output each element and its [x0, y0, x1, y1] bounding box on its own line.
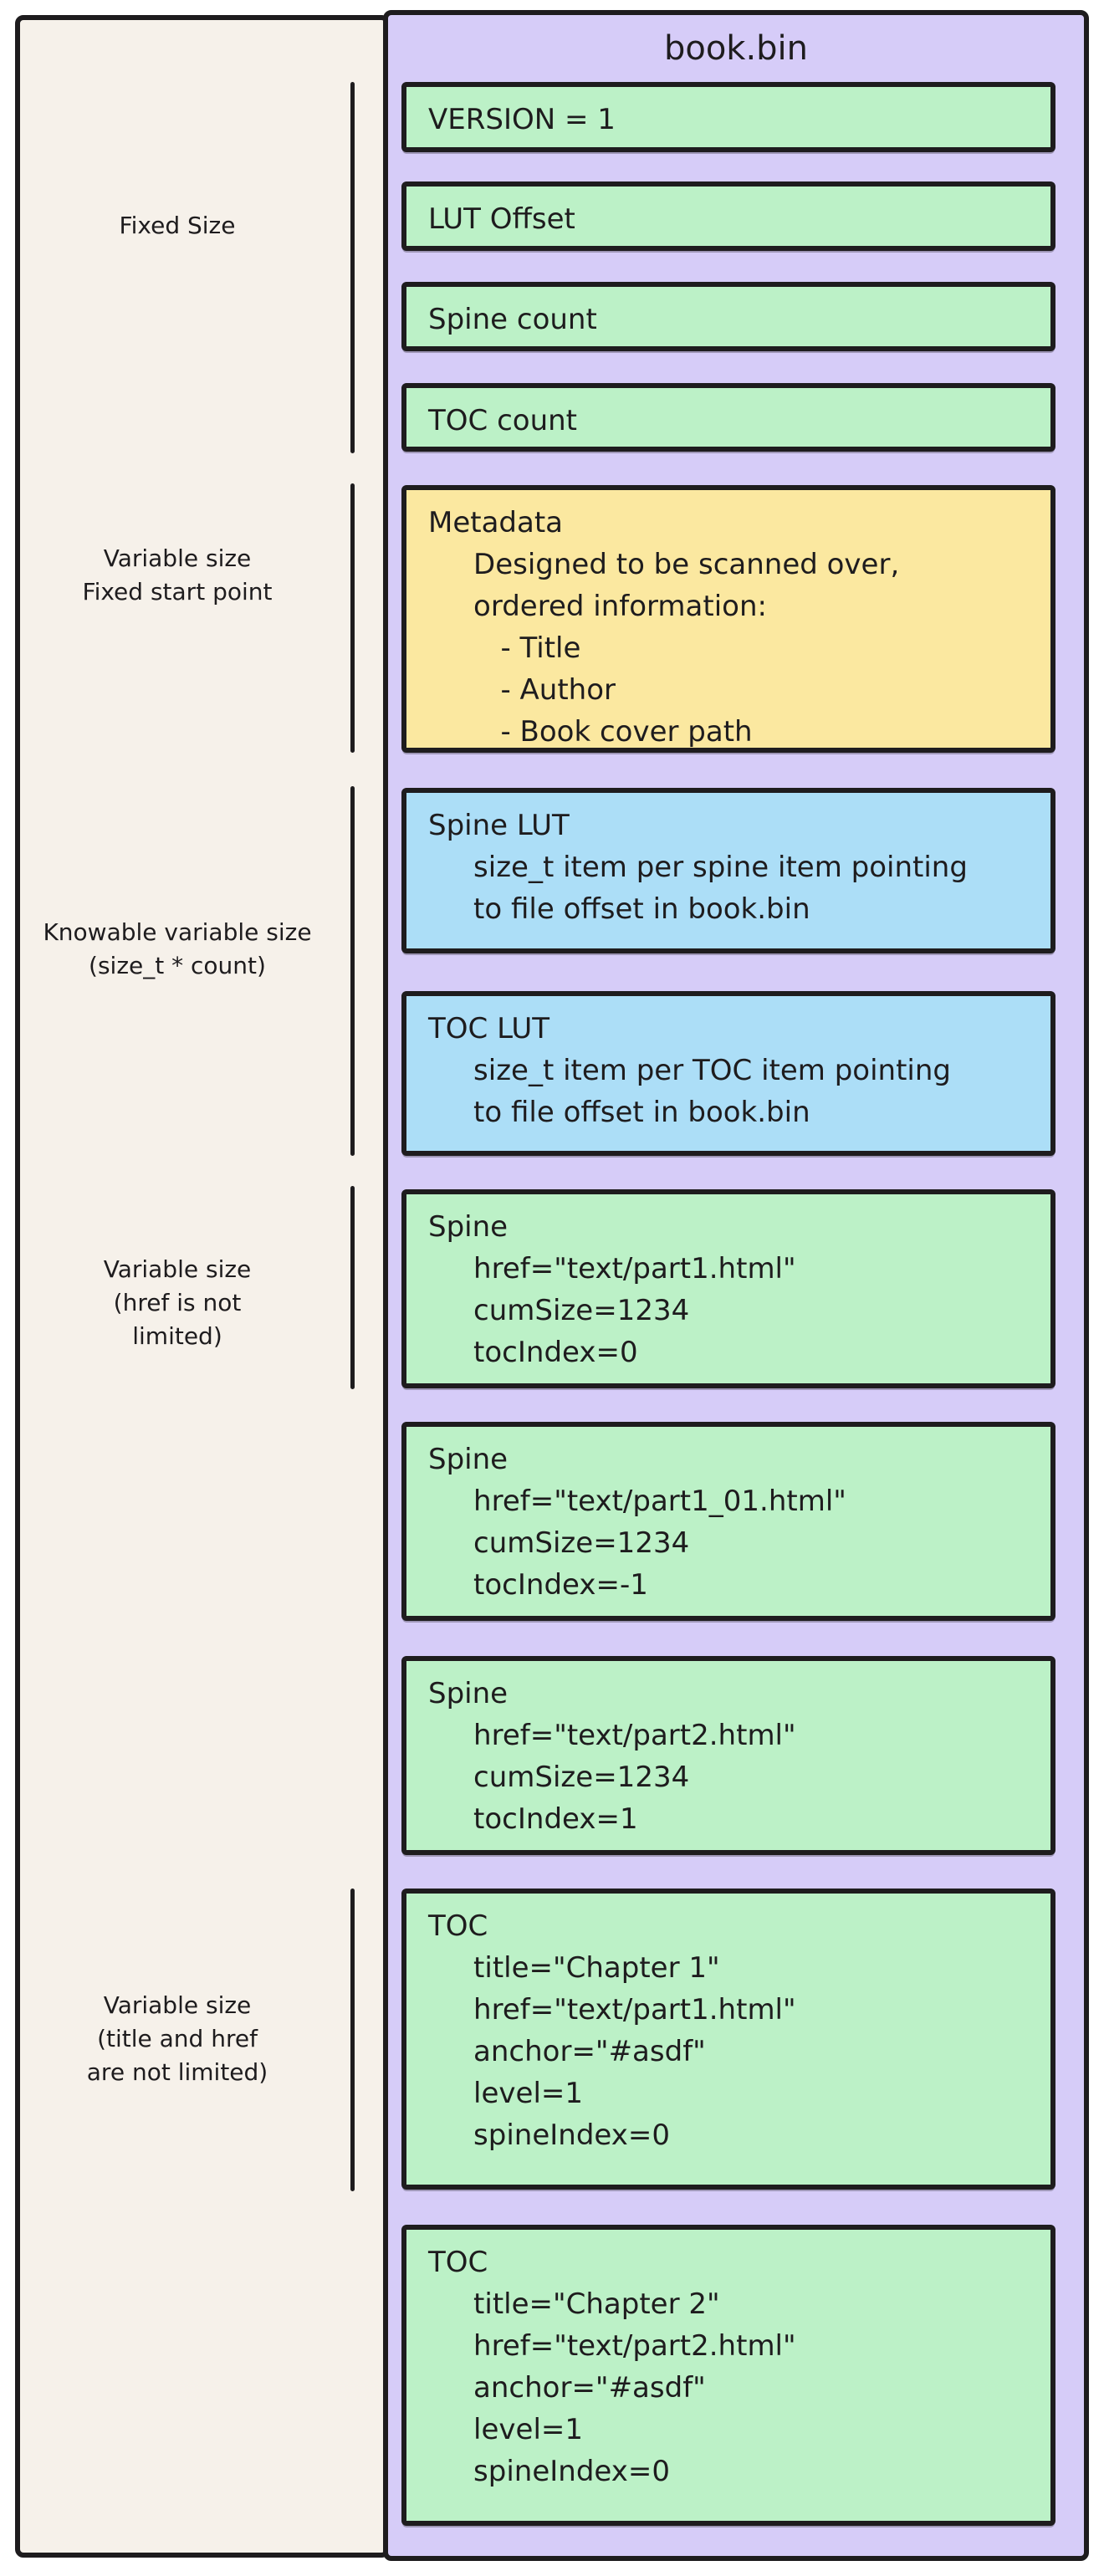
side-label-line: (size_t * count) — [89, 952, 266, 979]
box-line: Spine count — [428, 303, 597, 336]
box-line: anchor="#asdf" — [428, 2371, 706, 2405]
side-label-line: are not limited) — [86, 2058, 268, 2086]
box-toc-count: TOC count — [401, 383, 1055, 452]
side-label-fixed-size: Fixed Size — [12, 209, 343, 243]
box-line: anchor="#asdf" — [428, 2035, 706, 2068]
bracket-line-spine — [350, 1186, 355, 1389]
box-line: to file offset in book.bin — [428, 892, 810, 926]
box-line: LUT Offset — [428, 202, 575, 236]
box-line: spineIndex=0 — [428, 2455, 670, 2488]
box-lut-offset: LUT Offset — [401, 181, 1055, 251]
side-label-line: limited) — [132, 1322, 222, 1350]
box-line: href="text/part2.html" — [428, 1719, 796, 1752]
book-bin-container: book.bin VERSION = 1 LUT Offset Spine co… — [383, 10, 1089, 2561]
box-spine-count: Spine count — [401, 282, 1055, 351]
box-line: - Author — [428, 673, 616, 707]
side-label-variable-title-href: Variable size (title and href are not li… — [12, 1989, 343, 2089]
box-line: - Book cover path — [428, 715, 753, 749]
box-line: tocIndex=-1 — [428, 1568, 648, 1602]
side-label-variable-href: Variable size (href is not limited) — [12, 1253, 343, 1353]
side-label-line: Knowable variable size — [43, 918, 312, 946]
box-toc-1: TOC title="Chapter 1" href="text/part1.h… — [401, 1889, 1055, 2190]
bracket-line-metadata — [350, 483, 355, 753]
box-line: href="text/part2.html" — [428, 2329, 796, 2363]
box-toc-2: TOC title="Chapter 2" href="text/part2.h… — [401, 2225, 1055, 2526]
box-metadata: Metadata Designed to be scanned over, or… — [401, 485, 1055, 753]
left-panel — [15, 15, 390, 2558]
box-toc-lut: TOC LUT size_t item per TOC item pointin… — [401, 991, 1055, 1156]
file-title: book.bin — [663, 29, 809, 68]
box-line: TOC — [428, 2246, 488, 2279]
box-line: Spine — [428, 1443, 509, 1476]
bracket-line-toc — [350, 1889, 355, 2191]
box-line: href="text/part1.html" — [428, 1252, 796, 1285]
box-spine-2: Spine href="text/part1_01.html" cumSize=… — [401, 1422, 1055, 1621]
box-line: href="text/part1_01.html" — [428, 1485, 846, 1518]
box-line: cumSize=1234 — [428, 1526, 690, 1560]
box-line: size_t item per spine item pointing — [428, 851, 968, 884]
side-label-line: Variable size — [103, 544, 252, 572]
box-line: tocIndex=1 — [428, 1802, 638, 1836]
box-line: to file offset in book.bin — [428, 1096, 810, 1129]
box-line: href="text/part1.html" — [428, 1993, 796, 2027]
side-label-line: Fixed start point — [82, 578, 273, 606]
box-version: VERSION = 1 — [401, 82, 1055, 152]
box-line: TOC LUT — [428, 1012, 549, 1045]
box-line: level=1 — [428, 2077, 584, 2110]
box-line: TOC — [428, 1909, 488, 1943]
box-line: size_t item per TOC item pointing — [428, 1054, 951, 1087]
side-label-line: (title and href — [97, 2025, 258, 2052]
box-line: Metadata — [428, 506, 564, 539]
box-line: cumSize=1234 — [428, 1294, 690, 1327]
box-spine-1: Spine href="text/part1.html" cumSize=123… — [401, 1189, 1055, 1388]
box-line: Spine — [428, 1677, 509, 1710]
box-spine-lut: Spine LUT size_t item per spine item poi… — [401, 788, 1055, 953]
box-spine-3: Spine href="text/part2.html" cumSize=123… — [401, 1656, 1055, 1855]
box-line: ordered information: — [428, 590, 767, 623]
box-line: level=1 — [428, 2413, 584, 2446]
box-line: TOC count — [428, 404, 578, 437]
box-line: title="Chapter 1" — [428, 1951, 720, 1985]
side-label-line: Fixed Size — [119, 212, 236, 239]
box-line: title="Chapter 2" — [428, 2287, 720, 2321]
side-label-knowable-variable: Knowable variable size (size_t * count) — [12, 916, 343, 983]
box-line: cumSize=1234 — [428, 1761, 690, 1794]
box-line: - Title — [428, 631, 581, 665]
bracket-line-luts — [350, 786, 355, 1156]
side-label-line: Variable size — [103, 1991, 252, 2019]
box-line: Designed to be scanned over, — [428, 548, 900, 581]
box-line: Spine LUT — [428, 809, 570, 842]
bracket-line-fixed-size — [350, 82, 355, 453]
box-line: spineIndex=0 — [428, 2119, 670, 2152]
side-label-line: (href is not — [113, 1289, 242, 1316]
side-label-line: Variable size — [103, 1255, 252, 1283]
box-line: Spine — [428, 1210, 509, 1244]
box-line: VERSION = 1 — [428, 103, 616, 136]
box-line: tocIndex=0 — [428, 1336, 638, 1369]
side-label-variable-fixed-start: Variable size Fixed start point — [12, 542, 343, 609]
